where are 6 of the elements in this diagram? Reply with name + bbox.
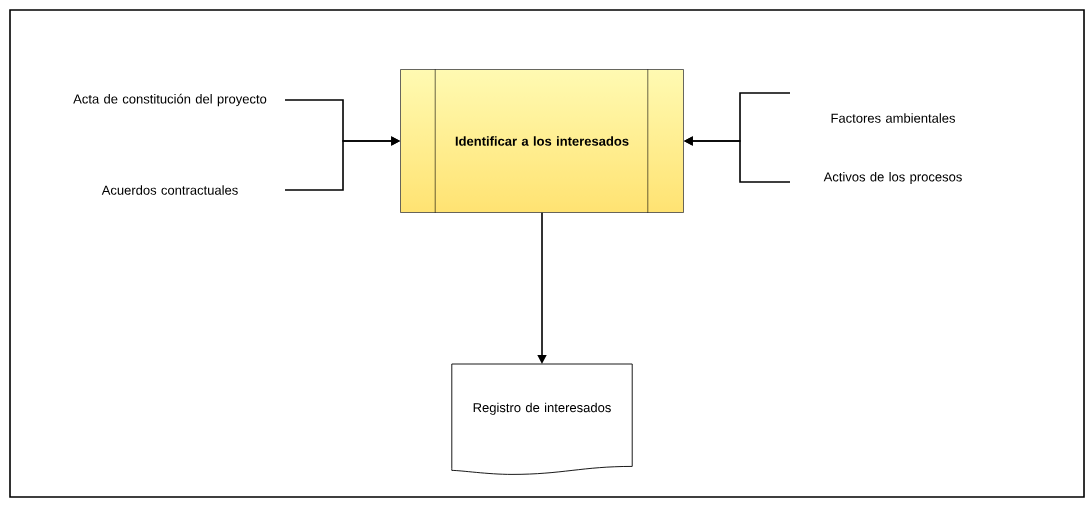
process-box: Identificar a los interesados <box>400 68 684 214</box>
arrow <box>537 212 547 364</box>
input-label: Factores ambientales <box>831 113 956 123</box>
input-label: Acuerdos contractuales <box>101 185 238 195</box>
input-label: Activos de los procesos <box>823 171 962 185</box>
input-label: Acta de constitución del proyecto <box>73 93 267 107</box>
